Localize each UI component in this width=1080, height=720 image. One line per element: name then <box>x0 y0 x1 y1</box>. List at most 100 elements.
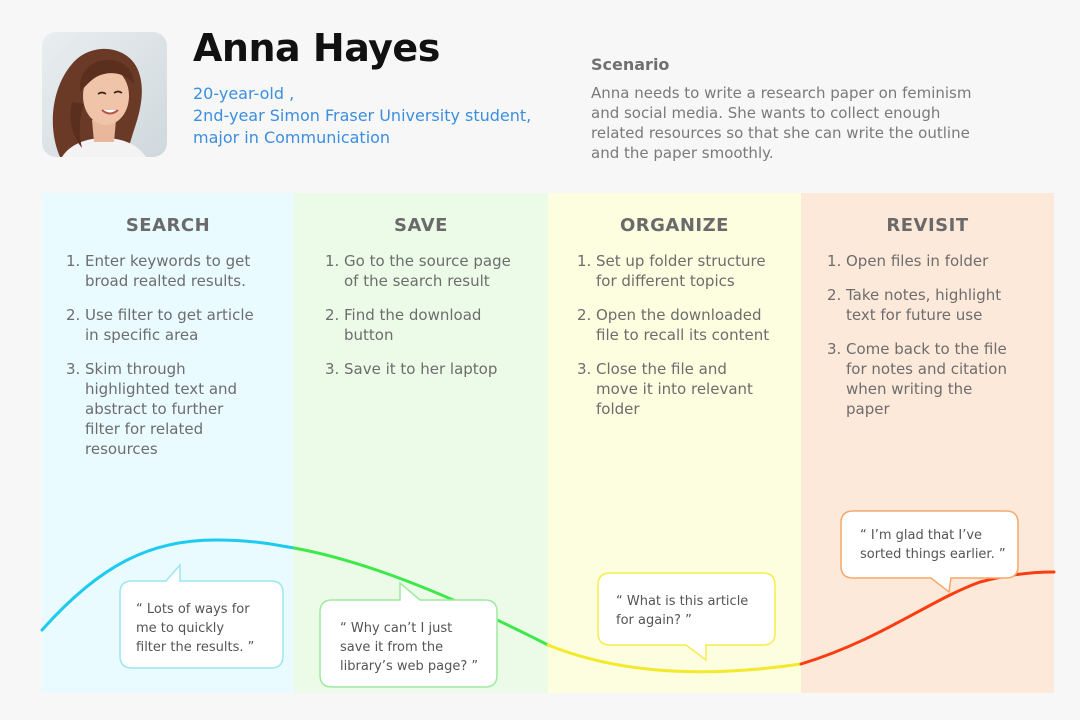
quote-text-search: “ Lots of ways for me to quickly filter … <box>136 600 254 657</box>
step-item: 1. Enter keywords to get broad realted r… <box>66 251 254 291</box>
stage-search: SEARCH 1. Enter keywords to get broad re… <box>42 193 294 693</box>
quote-line: “ I’m glad that I’ve <box>860 528 983 543</box>
step-item: 2. Open the downloaded file to recall it… <box>577 305 769 345</box>
step-text: Save it to her laptop <box>344 360 498 378</box>
step-text: abstract to further <box>85 400 224 418</box>
step-number: 1. <box>827 252 842 270</box>
bubble-outline <box>319 581 498 688</box>
step-item: 2. Use filter to get article in specific… <box>66 305 254 345</box>
scenario-line: and the paper smoothly. <box>591 144 774 162</box>
step-number: 2. <box>325 306 340 324</box>
step-text: move it into relevant <box>596 380 753 398</box>
portrait-photo <box>42 32 167 157</box>
stage-title: SAVE <box>394 215 448 236</box>
persona-description-line: major in Communication <box>193 128 391 147</box>
scenario-line: Anna needs to write a research paper on … <box>591 84 972 102</box>
step-text: Skim through <box>85 360 186 378</box>
step-item: 3. Skim through highlighted text and abs… <box>66 359 254 459</box>
step-text: Set up folder structure <box>596 252 766 270</box>
stage-steps: 1. Set up folder structure for different… <box>577 251 769 433</box>
emotion-curve-segment-revisit <box>799 570 1056 666</box>
step-text: Open the downloaded <box>596 306 762 324</box>
scenario-title: Scenario <box>591 55 670 74</box>
emotion-curve-segment-save <box>292 546 550 647</box>
bubble-outline <box>840 510 1019 594</box>
step-number: 1. <box>577 252 592 270</box>
step-item: 3. Come back to the file for notes and c… <box>827 339 1007 419</box>
stage-title: SEARCH <box>125 215 211 236</box>
stage-title: ORGANIZE <box>620 215 729 236</box>
step-text: folder <box>596 400 640 418</box>
quote-line: filter the results. ” <box>136 640 255 655</box>
stage-steps: 1. Enter keywords to get broad realted r… <box>66 251 254 473</box>
step-text: Take notes, highlight <box>846 286 1002 304</box>
step-number: 3. <box>827 340 842 358</box>
quote-bubble-revisit <box>840 510 1019 594</box>
step-number: 3. <box>325 360 340 378</box>
quote-bubble-search <box>119 563 284 669</box>
persona-description-line: 2nd-year Simon Fraser University student… <box>193 106 532 125</box>
avatar <box>42 32 167 157</box>
step-text: Use filter to get article <box>85 306 254 324</box>
emotion-curve-segment-organize <box>546 643 803 674</box>
scenario-text: Anna needs to write a research paper on … <box>591 83 1011 163</box>
bubble-outline <box>119 563 284 669</box>
quote-line: “ What is this article <box>616 594 749 609</box>
scenario-line: related resources so that she can write … <box>591 124 970 142</box>
stage-revisit: REVISIT 1. Open files in folder 2. Take … <box>801 193 1054 693</box>
step-text: Come back to the file <box>846 340 1007 358</box>
step-number: 3. <box>577 360 592 378</box>
persona-description: 20-year-old , 2nd-year Simon Fraser Univ… <box>193 83 531 149</box>
step-text: text for future use <box>846 306 983 324</box>
step-item: 2. Take notes, highlight text for future… <box>827 285 1007 325</box>
quote-line: “ Lots of ways for <box>136 602 250 617</box>
step-text: of the search result <box>344 272 490 290</box>
step-text: file to recall its content <box>596 326 770 344</box>
step-item: 1. Open files in folder <box>827 251 1007 271</box>
quote-line: “ Why can’t I just <box>340 621 453 636</box>
quote-bubble-save <box>319 581 498 688</box>
step-item: 1. Set up folder structure for different… <box>577 251 769 291</box>
quote-text-organize: “ What is this article for again? ” <box>616 592 748 630</box>
bubble-outline <box>597 572 776 662</box>
quote-bubble-organize <box>597 572 776 662</box>
step-number: 1. <box>66 252 81 270</box>
quote-line: save it from the <box>340 640 444 655</box>
step-text: Go to the source page <box>344 252 511 270</box>
step-number: 1. <box>325 252 340 270</box>
quote-text-save: “ Why can’t I just save it from the libr… <box>340 619 478 676</box>
step-text: Find the download <box>344 306 482 324</box>
step-text: for different topics <box>596 272 735 290</box>
step-text: paper <box>846 400 890 418</box>
step-item: 1. Go to the source page of the search r… <box>325 251 511 291</box>
persona-description-line: 20-year-old , <box>193 84 295 103</box>
step-text: button <box>344 326 394 344</box>
step-item: 2. Find the download button <box>325 305 511 345</box>
step-number: 3. <box>66 360 81 378</box>
step-text: Enter keywords to get <box>85 252 251 270</box>
step-item: 3. Save it to her laptop <box>325 359 511 379</box>
step-text: Close the file and <box>596 360 727 378</box>
quote-line: sorted things earlier. ” <box>860 547 1006 562</box>
step-number: 2. <box>827 286 842 304</box>
quote-line: library’s web page? ” <box>340 659 479 674</box>
stage-steps: 1. Open files in folder 2. Take notes, h… <box>827 251 1007 433</box>
step-number: 2. <box>66 306 81 324</box>
step-number: 2. <box>577 306 592 324</box>
step-text: resources <box>85 440 158 458</box>
step-text: in specific area <box>85 326 199 344</box>
stage-steps: 1. Go to the source page of the search r… <box>325 251 511 393</box>
quote-line: me to quickly <box>136 621 225 636</box>
step-text: broad realted results. <box>85 272 246 290</box>
stage-title: REVISIT <box>886 215 969 236</box>
quote-text-revisit: “ I’m glad that I’ve sorted things earli… <box>860 526 1006 564</box>
scenario-line: and social media. She wants to collect e… <box>591 104 941 122</box>
step-text: highlighted text and <box>85 380 238 398</box>
step-text: filter for related <box>85 420 204 438</box>
step-item: 3. Close the file and move it into relev… <box>577 359 769 419</box>
step-text: Open files in folder <box>846 252 989 270</box>
step-text: for notes and citation <box>846 360 1007 378</box>
step-text: when writing the <box>846 380 973 398</box>
persona-name: Anna Hayes <box>193 26 440 70</box>
